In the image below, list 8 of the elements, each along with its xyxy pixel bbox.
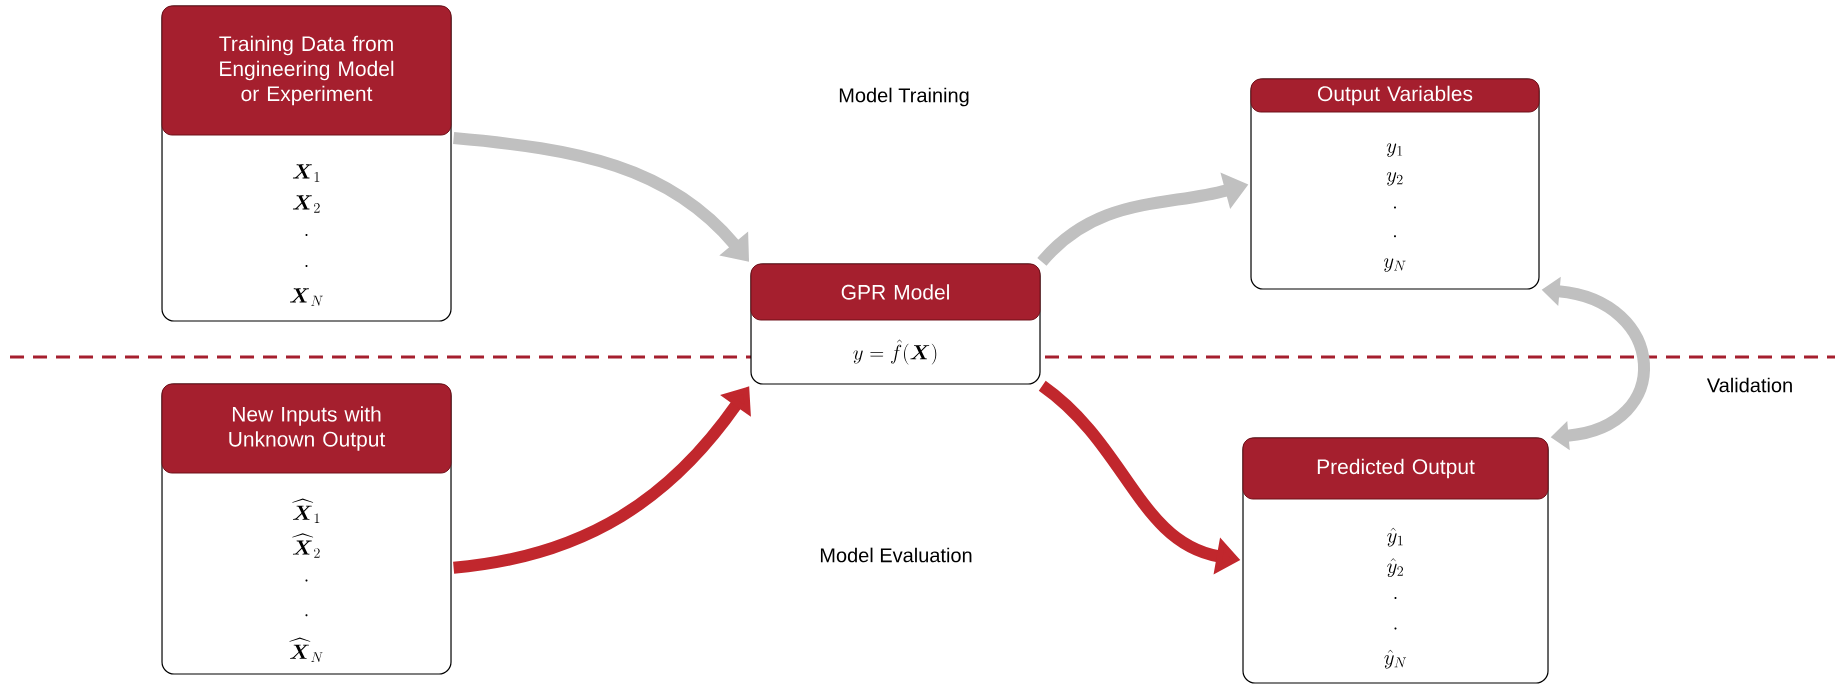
stage-label: Model Training: [839, 87, 969, 107]
table-box: Output Variables $y_1$ $y_2$ $.$ $.$ $y_N$: [1250, 78, 1540, 290]
edge-label: Validation: [1706, 377, 1792, 393]
table-box: Predicted Output $\hat{y}_1$ $\hat{y}_2$ $.$ $.$ $\hat{y}_N$: [1242, 437, 1549, 684]
stage-label: Model Evaluation: [820, 547, 972, 563]
table-box: Training Data from Engineering Model or Experiment $\boldsymbol{X}_1$ $\boldsymbol{X}_2$ $.$ $.$ $\boldsymbol{X}_N$: [161, 5, 452, 322]
table-box: GPR Model $y = \hat{f}(\boldsymbol{X})$: [750, 263, 1041, 385]
table-box: New Inputs with Unknown Output $\widehat{\boldsymbol{X}}_1$ $\widehat{\boldsymbol{X}}_2$ $.$ $.$ $\widehat{\boldsymbol{X}}_N$: [161, 383, 452, 675]
